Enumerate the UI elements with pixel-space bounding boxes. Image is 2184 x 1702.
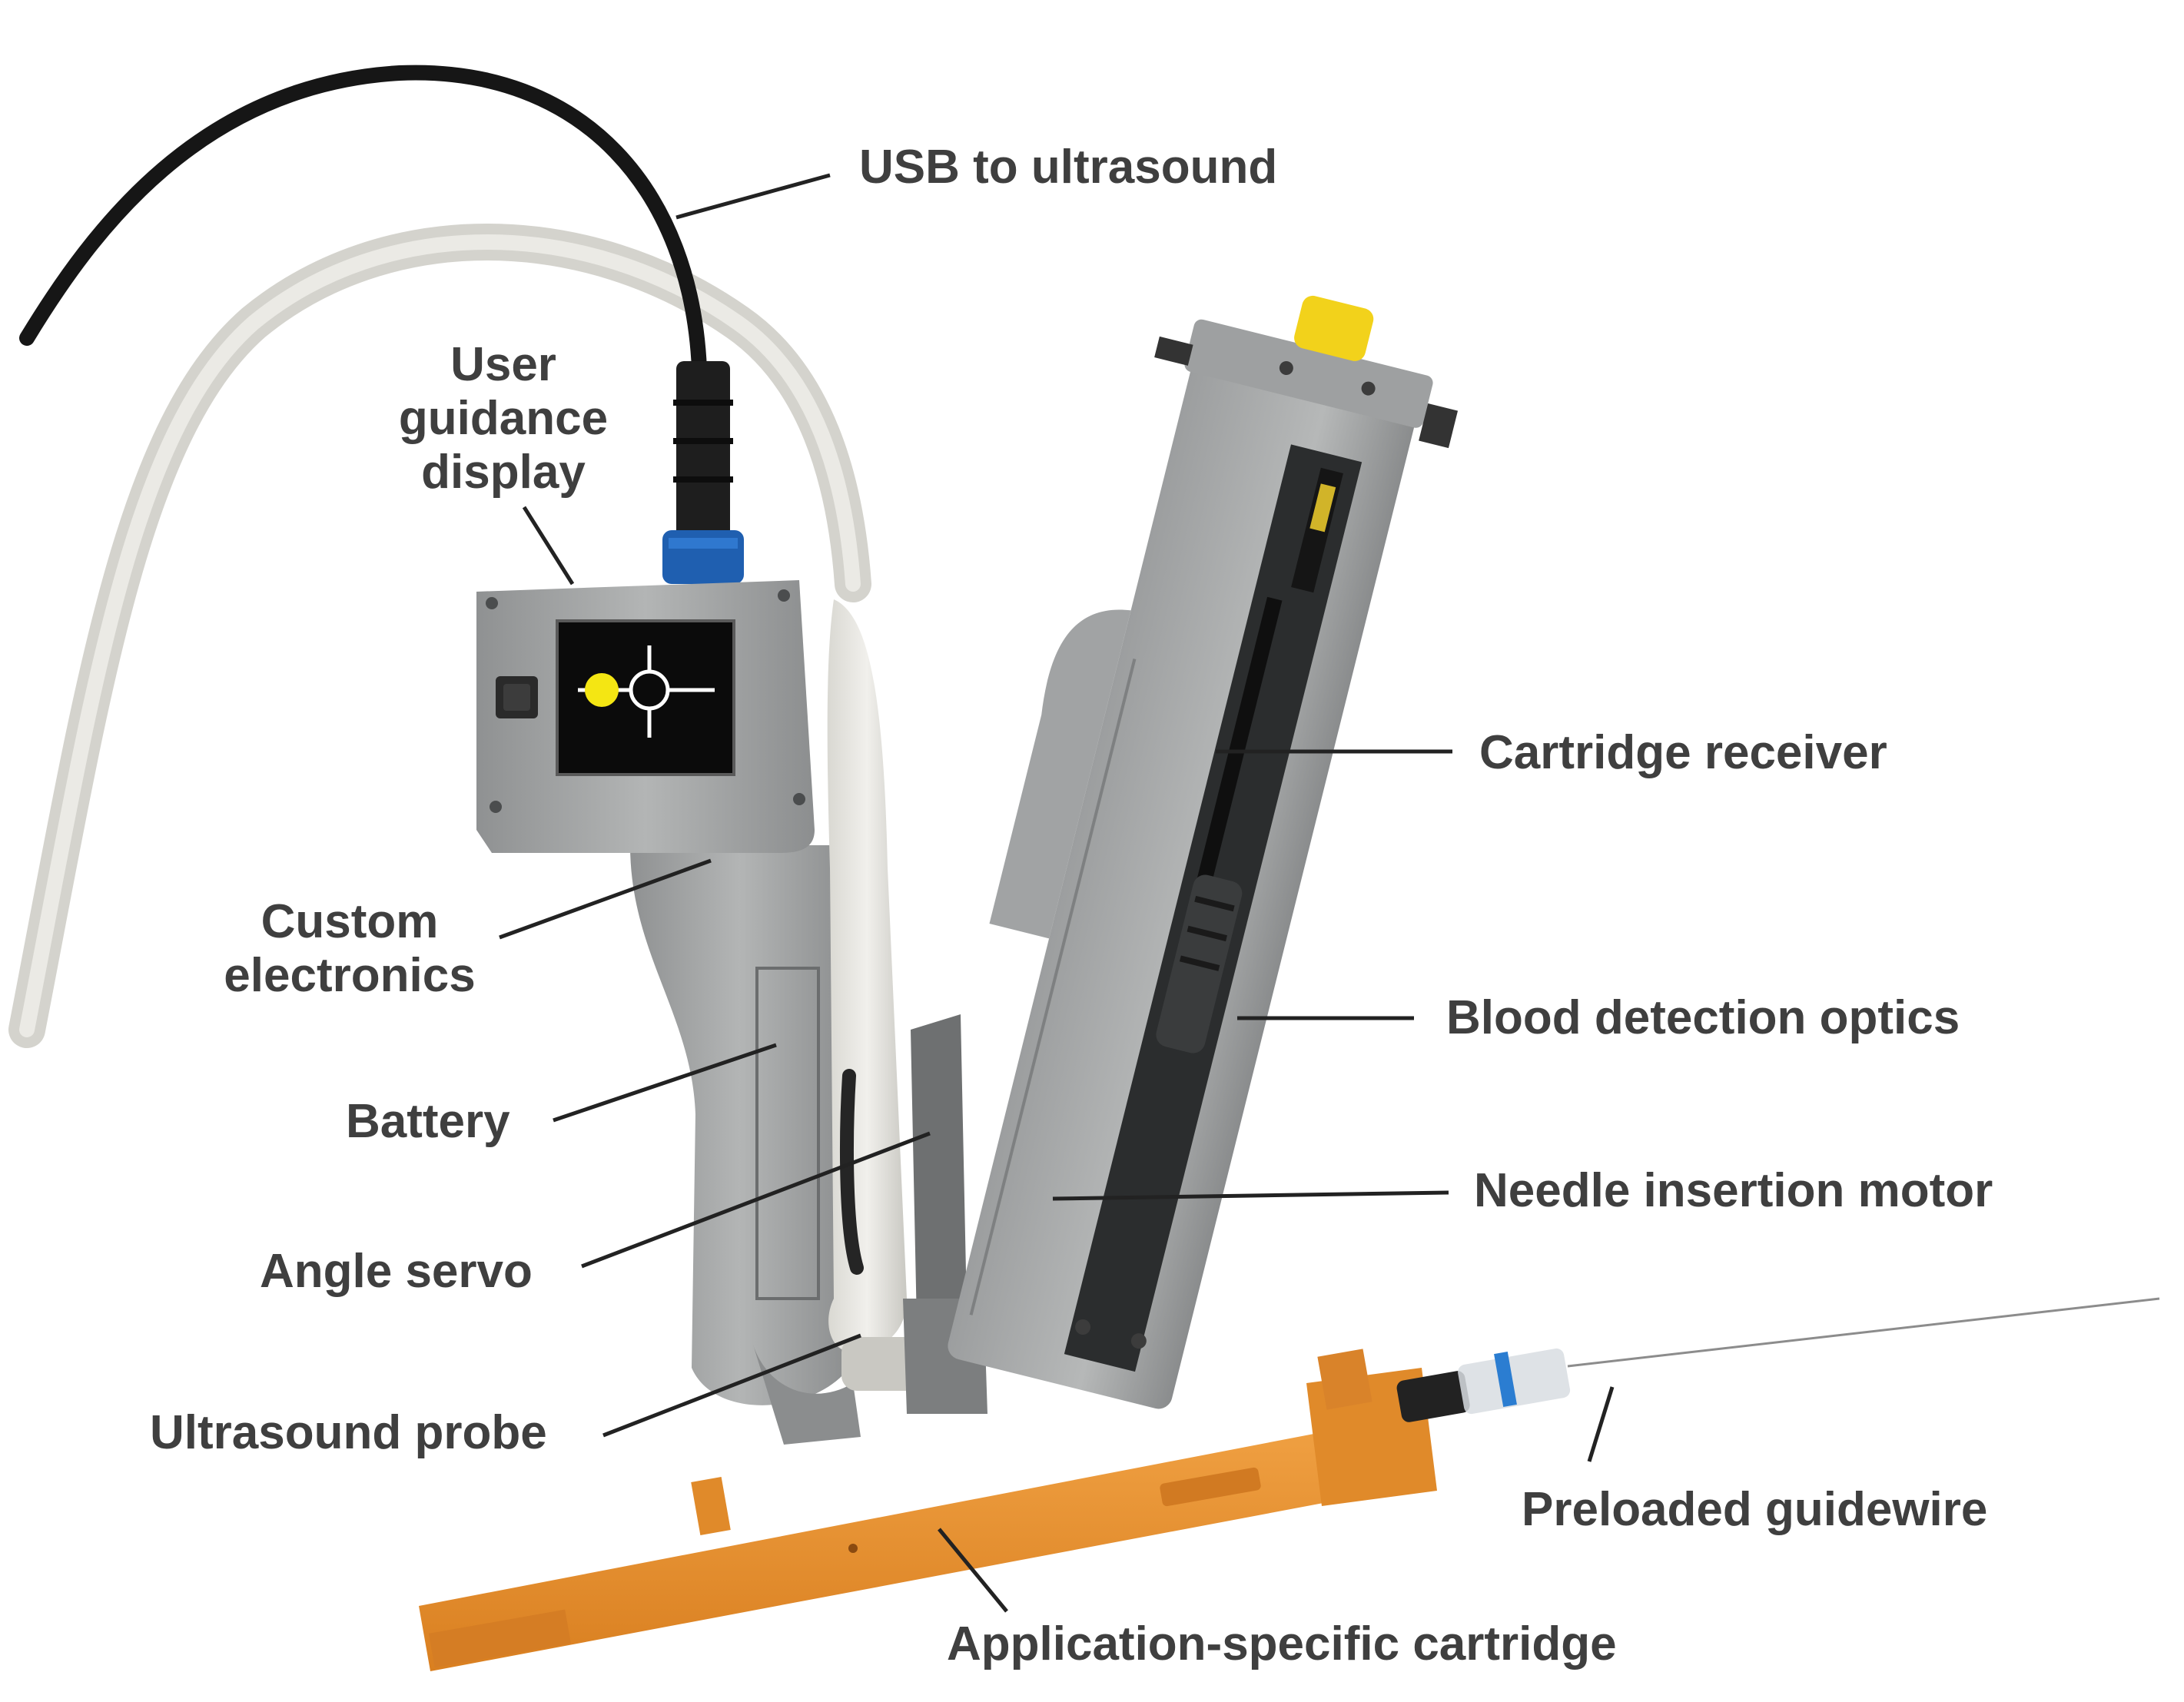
label-usb-to-ultrasound: USB to ultrasound — [859, 141, 1278, 194]
usb-connector — [662, 361, 744, 584]
guidewire — [1567, 1297, 2160, 1368]
label-battery: Battery — [346, 1095, 510, 1148]
leader-battery — [553, 1043, 777, 1123]
leader-display — [522, 506, 575, 586]
leader-servo — [581, 1131, 931, 1269]
cartridge-release-knob — [1294, 295, 1374, 361]
display-housing — [476, 580, 815, 853]
device-grip — [630, 845, 849, 1405]
leader-cartridge — [938, 1528, 1008, 1613]
leader-probe — [602, 1333, 861, 1438]
label-user-guidance-display-line1: User — [450, 338, 556, 391]
leader-guidewire — [1587, 1386, 1615, 1462]
label-custom-electronics-line2: electronics — [224, 949, 476, 1002]
leader-motor — [1052, 1190, 1449, 1201]
needle-hub — [1396, 1348, 1571, 1422]
label-cartridge-receiver: Cartridge receiver — [1479, 726, 1887, 779]
label-needle-insertion-motor: Needle insertion motor — [1474, 1164, 1993, 1217]
label-preloaded-guidewire: Preloaded guidewire — [1522, 1483, 1988, 1536]
label-custom-electronics-line1: Custom — [261, 895, 439, 948]
insertion-arm — [948, 295, 1459, 1409]
label-blood-detection-optics: Blood detection optics — [1446, 991, 1960, 1044]
label-user-guidance-display: User guidance display — [377, 338, 630, 499]
label-user-guidance-display-line2: guidance — [398, 392, 609, 445]
label-user-guidance-display-line3: display — [421, 446, 586, 499]
leader-usb — [675, 173, 831, 220]
label-ultrasound-probe: Ultrasound probe — [150, 1406, 547, 1459]
ultrasound-probe — [827, 599, 907, 1352]
label-custom-electronics: Custom electronics — [207, 895, 492, 1003]
display-target-indicator — [585, 673, 619, 707]
label-application-specific-cartridge: Application-specific cartridge — [947, 1617, 1617, 1670]
leader-electronics — [499, 858, 712, 940]
usb-cable — [19, 65, 707, 377]
label-angle-servo: Angle servo — [260, 1245, 533, 1298]
